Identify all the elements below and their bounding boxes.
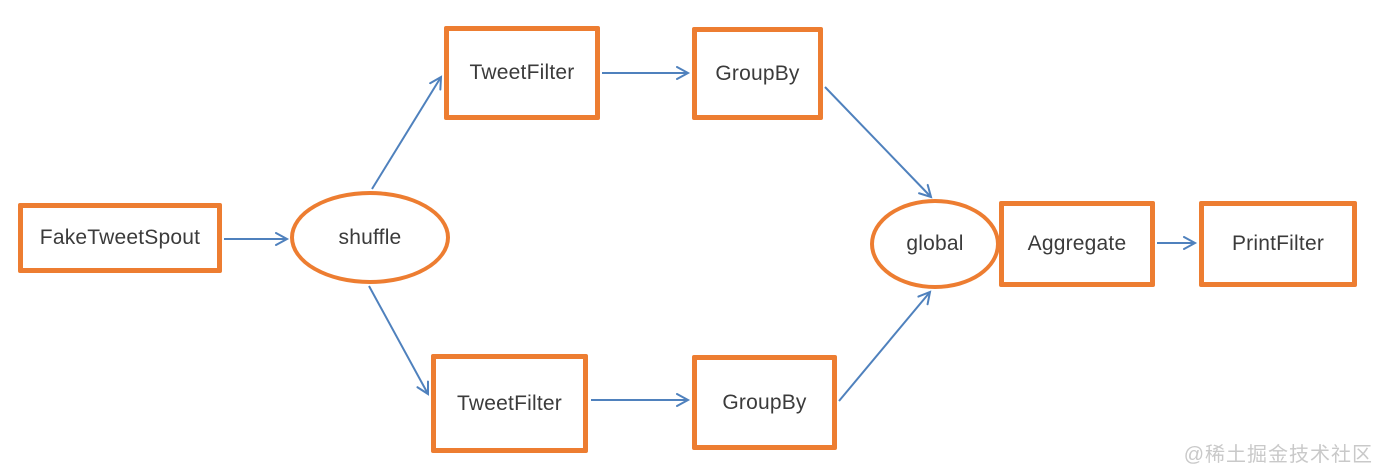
- node-tweet-filter-bottom: TweetFilter: [431, 354, 588, 453]
- node-label: PrintFilter: [1231, 232, 1325, 255]
- node-label: shuffle: [338, 225, 402, 249]
- node-tweet-filter-top: TweetFilter: [444, 26, 600, 120]
- node-fake-tweet-spout: FakeTweetSpout: [18, 203, 222, 273]
- node-print-filter: PrintFilter: [1199, 201, 1357, 287]
- node-global: global: [870, 199, 1000, 289]
- node-label: GroupBy: [722, 390, 807, 414]
- node-group-by-top: GroupBy: [692, 27, 823, 120]
- node-label: FakeTweetSpout: [39, 226, 201, 249]
- edge-groupby-bottom-to-global: [838, 290, 932, 402]
- node-aggregate: Aggregate: [999, 201, 1155, 287]
- node-label: TweetFilter: [469, 61, 575, 84]
- node-label: TweetFilter: [457, 391, 562, 415]
- edge-shuffle-to-tweetfilter-top: [371, 75, 443, 190]
- node-group-by-bottom: GroupBy: [692, 355, 837, 450]
- edge-groupby-top-to-global: [824, 86, 933, 199]
- watermark: @稀土掘金技术社区: [1183, 444, 1373, 466]
- node-shuffle: shuffle: [290, 191, 450, 284]
- edge-shuffle-to-tweetfilter-bottom: [368, 285, 430, 396]
- node-label: global: [906, 232, 964, 255]
- node-label: Aggregate: [1027, 232, 1127, 255]
- node-label: GroupBy: [715, 61, 800, 85]
